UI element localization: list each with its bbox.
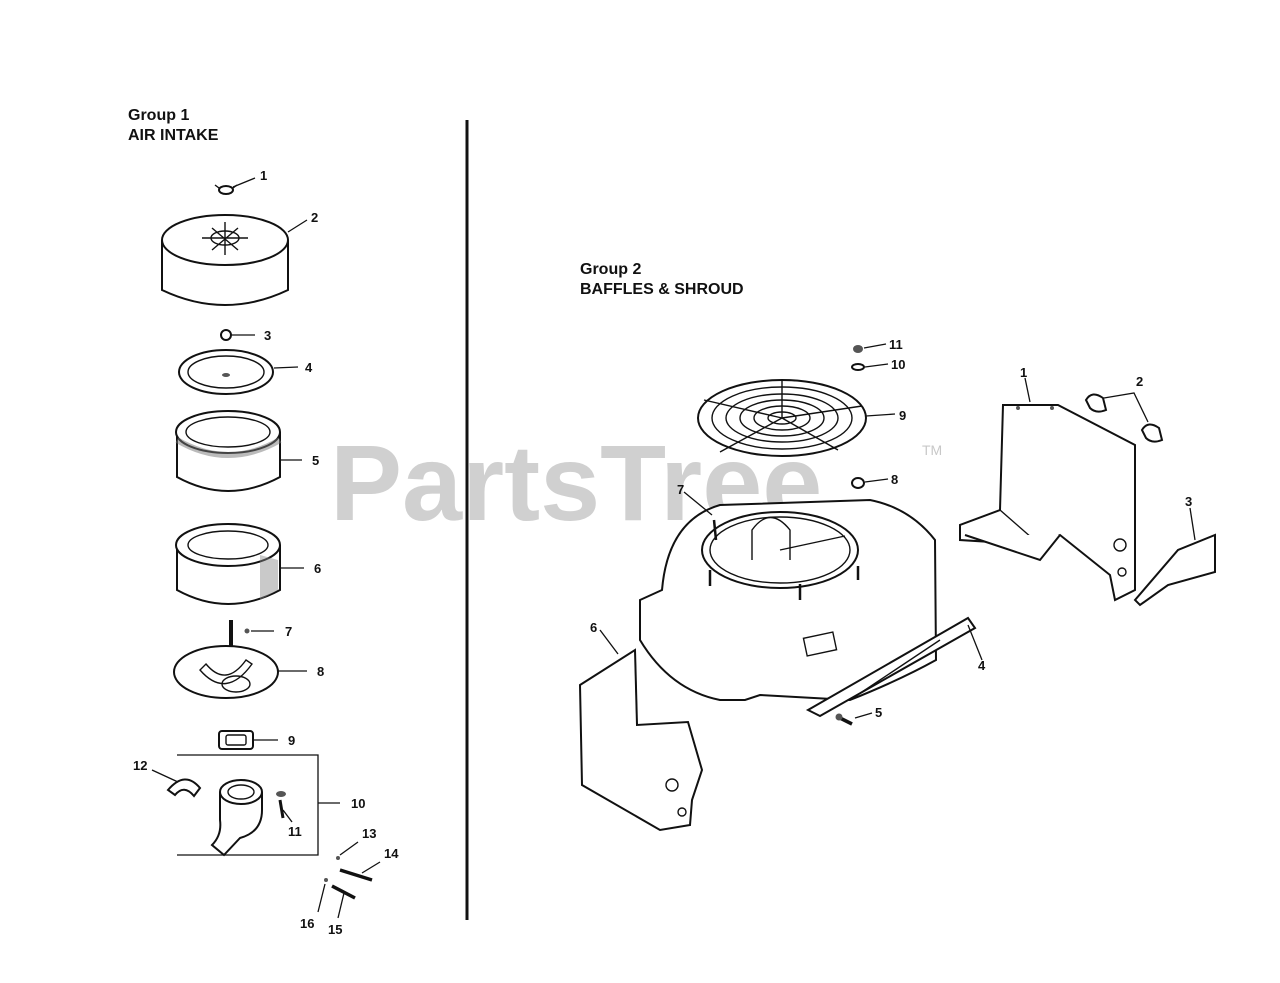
g1-part-2-cover[interactable] (161, 214, 308, 306)
g1-part-15-bolt[interactable] (331, 884, 356, 919)
g1-part-10-elbow-assembly[interactable] (177, 754, 340, 857)
g1-part-3-nut[interactable] (220, 329, 255, 341)
g1-part-4-plate[interactable] (178, 349, 299, 395)
g2-part-10-washer[interactable] (851, 363, 889, 371)
g1-callout-2: 2 (311, 210, 318, 225)
g2-callout-10: 10 (891, 357, 905, 372)
g1-part-9-gasket[interactable] (218, 730, 278, 750)
g2-callout-5: 5 (875, 705, 882, 720)
g2-callout-2: 2 (1136, 374, 1143, 389)
g2-part-11-nut[interactable] (853, 343, 887, 353)
g2-callout-9: 9 (899, 408, 906, 423)
g2-part-7-blower-housing[interactable] (639, 491, 938, 702)
g1-callout-3: 3 (264, 328, 271, 343)
g1-callout-6: 6 (314, 561, 321, 576)
g2-callout-7: 7 (677, 482, 684, 497)
g1-part-8-base[interactable] (173, 645, 307, 699)
g1-callout-8: 8 (317, 664, 324, 679)
group2-name: BAFFLES & SHROUD (580, 281, 744, 298)
g2-part-5-screw[interactable] (835, 712, 873, 726)
g1-callout-5: 5 (312, 453, 319, 468)
group1-air-intake: Group 1 AIR INTAKE (128, 107, 399, 937)
g1-callout-15: 15 (328, 922, 342, 937)
g2-part-6-side-baffle[interactable] (578, 629, 704, 832)
g2-callout-3: 3 (1185, 494, 1192, 509)
g2-part-8-retainer[interactable] (851, 477, 889, 489)
g1-part-13-washer[interactable] (336, 841, 359, 860)
g1-part-6-precleaner[interactable] (175, 523, 304, 605)
g2-part-2-clips[interactable] (1084, 392, 1164, 443)
g2-callout-6: 6 (590, 620, 597, 635)
g1-part-16-washer[interactable] (317, 878, 328, 913)
watermark-tm: TM (922, 442, 942, 458)
g1-callout-4: 4 (305, 360, 313, 375)
g1-part-1-wing-nut[interactable] (214, 177, 256, 195)
g2-part-9-grass-screen[interactable] (697, 379, 896, 457)
g1-callout-16: 16 (300, 916, 314, 931)
g2-callout-8: 8 (891, 472, 898, 487)
g1-part-11-screw[interactable] (276, 791, 293, 823)
group2-baffles-shroud: Group 2 BAFFLES & SHROUD (578, 261, 1216, 832)
g1-callout-7: 7 (285, 624, 292, 639)
g1-callout-1: 1 (260, 168, 267, 183)
g1-part-5-element[interactable] (175, 410, 302, 492)
group1-name: AIR INTAKE (128, 127, 219, 144)
g1-callout-9: 9 (288, 733, 295, 748)
group1-label: Group 1 (128, 107, 189, 124)
group2-label: Group 2 (580, 261, 641, 278)
g2-callout-11: 11 (889, 337, 903, 352)
g1-callout-14: 14 (384, 846, 399, 861)
g1-callout-13: 13 (362, 826, 376, 841)
g1-callout-12: 12 (133, 758, 147, 773)
g1-part-12-clamp[interactable] (151, 769, 202, 798)
g2-part-3-small-baffle[interactable] (1133, 507, 1216, 607)
g2-part-1-cylinder-baffle[interactable] (959, 377, 1136, 602)
g1-callout-11: 11 (288, 824, 302, 839)
g2-callout-1: 1 (1020, 365, 1027, 380)
g2-callout-4: 4 (978, 658, 986, 673)
g1-callout-10: 10 (351, 796, 365, 811)
g1-part-14-bolt[interactable] (339, 861, 381, 882)
g2-part-4-baffle-strip[interactable] (805, 616, 983, 718)
